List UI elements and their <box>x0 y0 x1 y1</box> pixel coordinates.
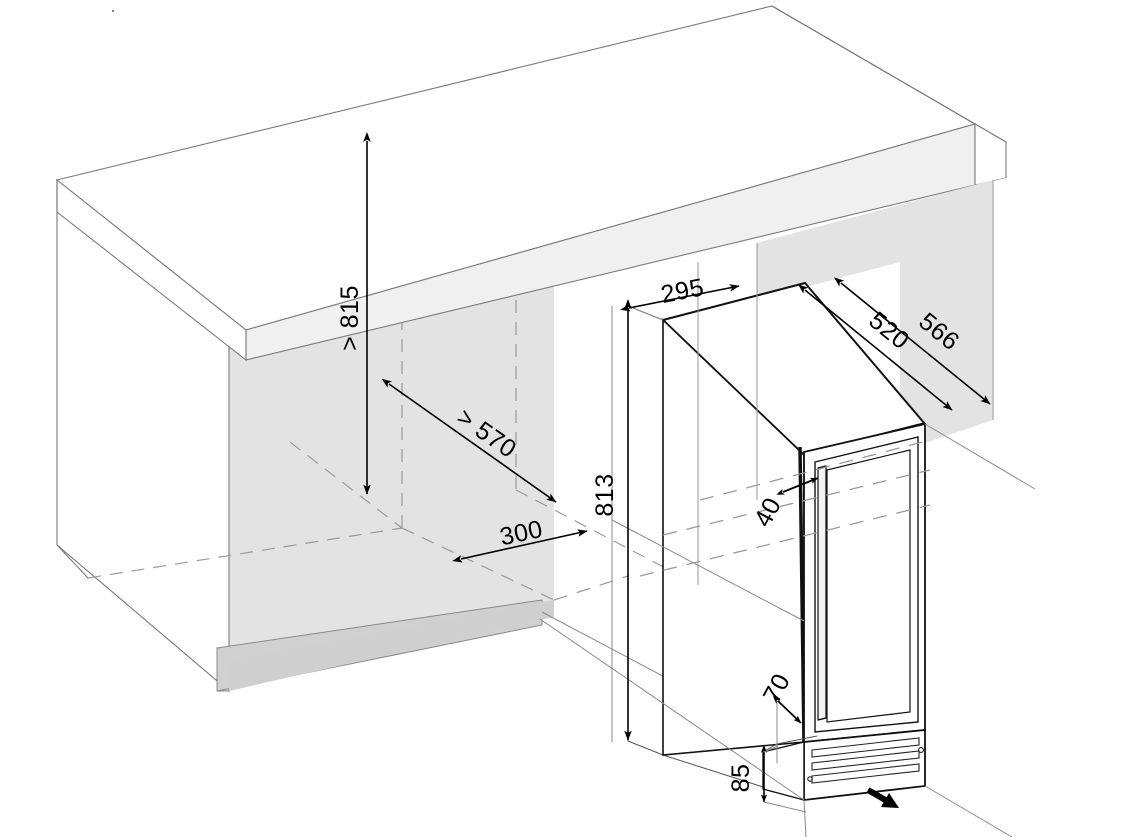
handle-top-cap <box>817 465 827 469</box>
dim-line-570 <box>381 378 557 503</box>
dim-line-295 <box>620 284 740 312</box>
niche-hidden-diagonal-bottom <box>515 489 699 586</box>
grille-screw-left <box>807 776 813 782</box>
wine-cooler-glass-door[interactable] <box>803 422 926 743</box>
dim-line-566 <box>834 277 991 405</box>
cabinet-plinth-shade <box>229 600 554 691</box>
projection-floor-diagonal <box>539 618 805 801</box>
door-vertical-handle[interactable] <box>817 465 827 721</box>
dim-label-85: 85 <box>727 764 755 793</box>
dimension-appliance-height: 813 <box>591 299 632 741</box>
hidden-level-line-lower <box>639 504 931 577</box>
handle-bottom-cap <box>817 717 827 721</box>
registration-dot <box>112 10 114 12</box>
leader-line-base-left <box>803 799 807 837</box>
dim-line-300 <box>452 529 588 563</box>
airflow-arrow-head <box>881 793 899 808</box>
dim-line-40 <box>776 477 819 495</box>
hidden-level-line-left-stub <box>553 575 629 601</box>
door-glass-panel <box>826 449 911 723</box>
dimension-plinth-height: 85 <box>727 744 807 813</box>
handle-bar[interactable] <box>817 465 827 721</box>
grille-slot-2 <box>811 750 920 771</box>
ventilation-base-grille <box>762 729 926 802</box>
hidden-level-line-upper <box>699 439 931 501</box>
base-grille-side-face <box>762 741 805 801</box>
dimension-niche-height: > 815 <box>336 132 371 495</box>
construction-projection-lines <box>539 243 931 801</box>
leader-line-base-right <box>924 785 1013 837</box>
leader-line-depth-right <box>924 423 1036 490</box>
airflow-direction-arrow <box>866 787 899 808</box>
niche-hidden-diagonal-low-left <box>289 441 403 529</box>
projection-diagonal-mid <box>611 519 805 622</box>
cabinet-left-bottom-corner <box>56 544 89 579</box>
appliance-rear-bottom-edge <box>627 740 664 756</box>
dim-ext-85-bottom <box>763 801 807 813</box>
dim-line-70 <box>772 696 802 724</box>
cabinet-hidden-bottom-edge <box>87 527 403 579</box>
grille-screw-right <box>918 747 924 753</box>
hidden-level-line-mid <box>662 469 931 536</box>
dim-ext-85-top <box>763 745 779 753</box>
dim-label-815: > 815 <box>336 285 364 351</box>
cabinet-hidden-bottom-edge-2 <box>401 527 555 601</box>
dim-label-813: 813 <box>591 473 619 516</box>
grille-slot-1 <box>811 737 920 758</box>
